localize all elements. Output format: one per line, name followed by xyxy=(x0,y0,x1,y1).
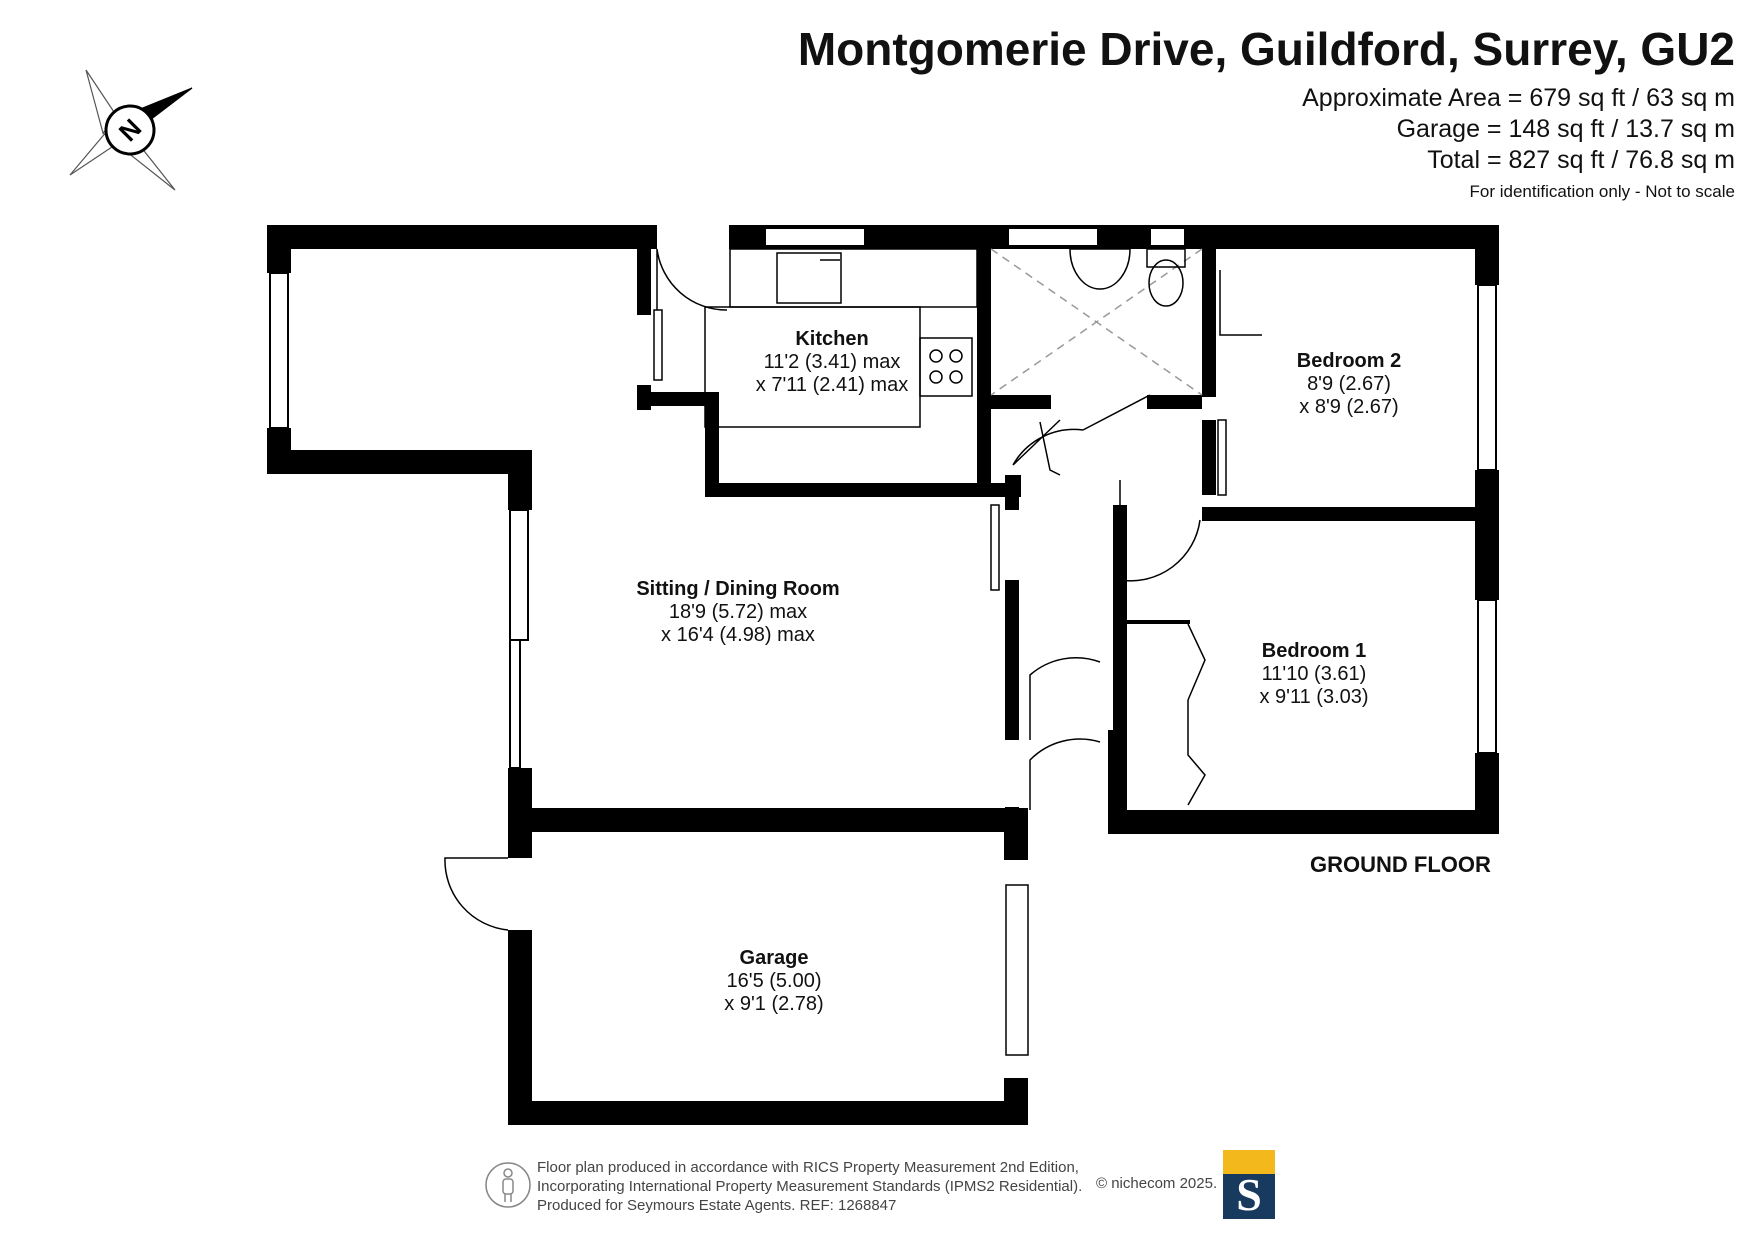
person-icon xyxy=(485,1162,531,1208)
wardrobe-doors xyxy=(1187,623,1206,806)
room-name: Garage xyxy=(739,947,809,969)
copyright: © nichecom 2025. xyxy=(1096,1175,1218,1192)
bathroom-fixtures xyxy=(990,248,1203,396)
room-label-kitchen: Kitchen 11'2 (3.41) max x 7'11 (2.41) ma… xyxy=(756,328,908,397)
room-label-bedroom-2: Bedroom 2 8'9 (2.67) x 8'9 (2.67) xyxy=(1297,350,1401,419)
room-dimension: 8'9 (2.67) xyxy=(1307,373,1391,395)
total-area: Total = 827 sq ft / 76.8 sq m xyxy=(1427,146,1735,174)
room-dimension: x 16'4 (4.98) max xyxy=(661,624,815,646)
room-name: Bedroom 1 xyxy=(1261,640,1367,662)
approximate-area: Approximate Area = 679 sq ft / 63 sq m xyxy=(1302,84,1735,112)
disclaimer: For identification only - Not to scale xyxy=(1469,182,1735,201)
room-dimension: x 7'11 (2.41) max xyxy=(755,374,909,396)
room-dimension: 11'2 (3.41) max xyxy=(763,351,901,373)
windows xyxy=(269,227,1497,769)
doors xyxy=(444,248,1262,931)
footer-line: Floor plan produced in accordance with R… xyxy=(537,1159,1079,1176)
garage-area: Garage = 148 sq ft / 13.7 sq m xyxy=(1396,115,1735,143)
page-title: Montgomerie Drive, Guildford, Surrey, GU… xyxy=(797,23,1735,75)
floor-label: GROUND FLOOR xyxy=(1310,852,1491,877)
room-label-garage: Garage 16'5 (5.00) x 9'1 (2.78) xyxy=(724,947,823,1016)
room-name: Kitchen xyxy=(795,328,869,350)
footer-line: Incorporating International Property Mea… xyxy=(537,1178,1083,1195)
room-name: Sitting / Dining Room xyxy=(636,578,840,600)
seymours-logo: S xyxy=(1223,1150,1275,1219)
room-label-sitting-dining-room: Sitting / Dining Room 18'9 (5.72) max x … xyxy=(636,578,839,647)
room-dimension: x 9'11 (3.03) xyxy=(1259,686,1369,708)
room-dimension: 11'10 (3.61) xyxy=(1261,663,1367,685)
room-dimension: 16'5 (5.00) xyxy=(726,970,822,992)
compass-icon: N xyxy=(69,69,193,191)
footer-line: Produced for Seymours Estate Agents. REF… xyxy=(537,1197,897,1214)
footer-text: Floor plan produced in accordance with R… xyxy=(537,1158,1082,1215)
logo-letter: S xyxy=(1236,1169,1262,1219)
kitchen-fixtures xyxy=(704,248,978,428)
room-dimension: 18'9 (5.72) max xyxy=(668,601,808,623)
room-name: Bedroom 2 xyxy=(1296,350,1402,372)
room-label-bedroom-1: Bedroom 1 11'10 (3.61) x 9'11 (3.03) xyxy=(1259,640,1368,709)
room-dimension: x 8'9 (2.67) xyxy=(1299,396,1399,418)
room-dimension: x 9'1 (2.78) xyxy=(724,993,824,1015)
sliding-doors xyxy=(653,309,1227,1056)
